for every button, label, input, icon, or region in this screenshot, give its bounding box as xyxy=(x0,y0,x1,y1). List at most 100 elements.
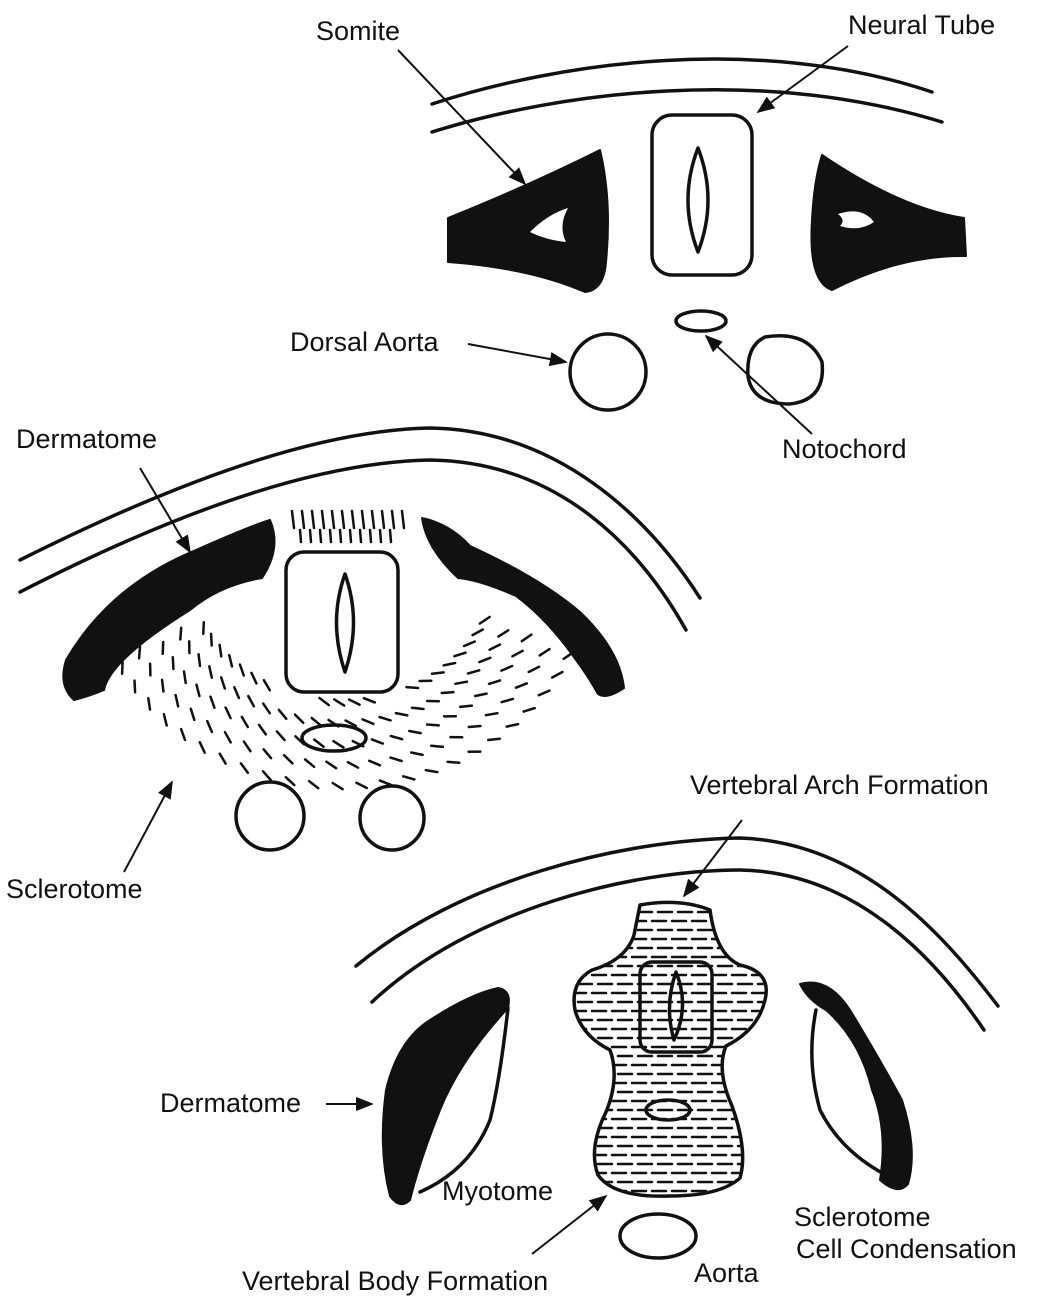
hatch-stroke xyxy=(220,645,222,657)
vertebral-condensation xyxy=(574,902,766,1196)
hatch-stroke xyxy=(229,655,232,666)
hatch-stroke xyxy=(431,746,443,747)
hatch-stroke xyxy=(242,717,248,727)
label-sclerotome-condensation-1: Sclerotome xyxy=(794,1204,931,1231)
arrow-sclerotome xyxy=(124,782,172,872)
hatch-stroke xyxy=(407,687,419,688)
hatch-stroke xyxy=(279,710,287,719)
arrow-dermatome-1 xyxy=(140,468,190,552)
hatch-stroke xyxy=(225,732,231,742)
hatch-stroke xyxy=(362,511,364,528)
hatch-stroke xyxy=(490,645,500,650)
hatch-stroke xyxy=(356,783,366,788)
hatch-stroke xyxy=(320,530,321,542)
dermomyotome-right xyxy=(422,518,624,696)
neural-tube xyxy=(652,115,752,275)
hatch-stroke xyxy=(197,685,200,696)
hatch-stroke xyxy=(176,695,179,706)
hatch-stroke xyxy=(226,708,231,719)
hatch-stroke xyxy=(469,726,481,727)
hatch-stroke xyxy=(164,714,167,725)
stage-1-group xyxy=(398,46,966,434)
label-somite: Somite xyxy=(316,18,400,45)
hatch-stroke xyxy=(349,700,360,705)
hatch-stroke xyxy=(244,742,251,752)
hatch-stroke xyxy=(332,511,334,528)
label-neural-tube: Neural Tube xyxy=(848,12,995,39)
hatch-stroke xyxy=(326,762,336,769)
hatch-stroke xyxy=(211,697,215,708)
hatch-stroke xyxy=(473,630,483,636)
hatch-stroke xyxy=(340,530,341,542)
aorta-2-left xyxy=(236,782,304,850)
arrow-notochord xyxy=(706,336,812,434)
hatch-stroke xyxy=(369,761,380,766)
hatch-stroke xyxy=(305,759,314,766)
hatch-stroke xyxy=(286,777,295,785)
hatch-stroke xyxy=(240,665,244,676)
hatch-stroke xyxy=(380,717,391,720)
hatch-stroke xyxy=(211,634,212,646)
hatch-stroke xyxy=(486,713,498,715)
hatch-stroke xyxy=(352,511,354,528)
hatch-stroke xyxy=(312,718,321,725)
ectoderm-line-outer xyxy=(432,59,932,104)
hatch-stroke xyxy=(380,781,391,785)
hatch-stroke xyxy=(263,704,270,714)
notochord xyxy=(676,311,726,331)
hatch-stroke xyxy=(264,680,270,690)
hatch-stroke xyxy=(295,715,303,723)
hatch-stroke xyxy=(203,622,204,634)
hatch-stroke xyxy=(427,725,439,726)
hatch-stroke xyxy=(426,770,438,772)
hatch-stroke xyxy=(263,771,271,780)
hatch-stroke xyxy=(372,739,383,743)
hatch-stroke xyxy=(488,739,500,740)
label-dermatome-2: Dermatome xyxy=(160,1090,301,1117)
hatch-stroke xyxy=(468,670,479,673)
hatch-stroke xyxy=(411,753,422,755)
hatch-stroke xyxy=(502,699,513,702)
hatch-stroke xyxy=(300,530,301,542)
hatch-stroke xyxy=(539,691,550,696)
hatch-stroke xyxy=(180,628,181,640)
dorsal-aorta-left xyxy=(570,334,646,410)
label-aorta: Aorta xyxy=(694,1260,759,1287)
dorsal-aorta-right xyxy=(748,336,823,404)
hatch-stroke xyxy=(498,630,508,636)
hatch-stroke xyxy=(512,651,522,657)
hatch-stroke xyxy=(392,511,394,528)
hatch-stroke xyxy=(209,666,212,677)
label-vertebral-body: Vertebral Body Formation xyxy=(242,1268,548,1295)
hatch-stroke xyxy=(350,530,351,542)
hatch-stroke xyxy=(529,667,539,672)
hatch-stroke xyxy=(162,680,163,692)
neural-canal-2 xyxy=(337,574,354,672)
hatch-stroke xyxy=(489,680,500,684)
ectoderm-line-inner xyxy=(432,90,942,132)
notochord-2 xyxy=(302,725,366,751)
label-myotome: Myotome xyxy=(442,1178,553,1205)
neural-canal xyxy=(688,148,708,252)
hatch-stroke xyxy=(320,698,329,705)
hatch-stroke xyxy=(252,673,257,684)
hatch-stroke xyxy=(221,677,225,688)
hatch-stroke xyxy=(382,511,384,528)
hatch-stroke xyxy=(241,763,248,772)
hatch-stroke xyxy=(342,511,344,528)
hatch-stroke xyxy=(181,729,185,740)
hatch-stroke xyxy=(139,647,140,659)
hatch-stroke xyxy=(292,511,294,528)
hatch-stroke xyxy=(302,511,304,528)
hatch-stroke xyxy=(380,530,381,542)
hatch-stroke xyxy=(390,530,391,542)
hatch-stroke xyxy=(220,754,226,764)
hatch-stroke xyxy=(259,725,266,735)
hatch-stroke xyxy=(310,530,311,542)
hatch-stroke xyxy=(455,682,467,684)
hatch-stroke xyxy=(464,642,475,647)
hatch-stroke xyxy=(330,530,331,542)
hatch-stroke xyxy=(309,781,318,788)
hatch-stroke xyxy=(314,740,323,747)
